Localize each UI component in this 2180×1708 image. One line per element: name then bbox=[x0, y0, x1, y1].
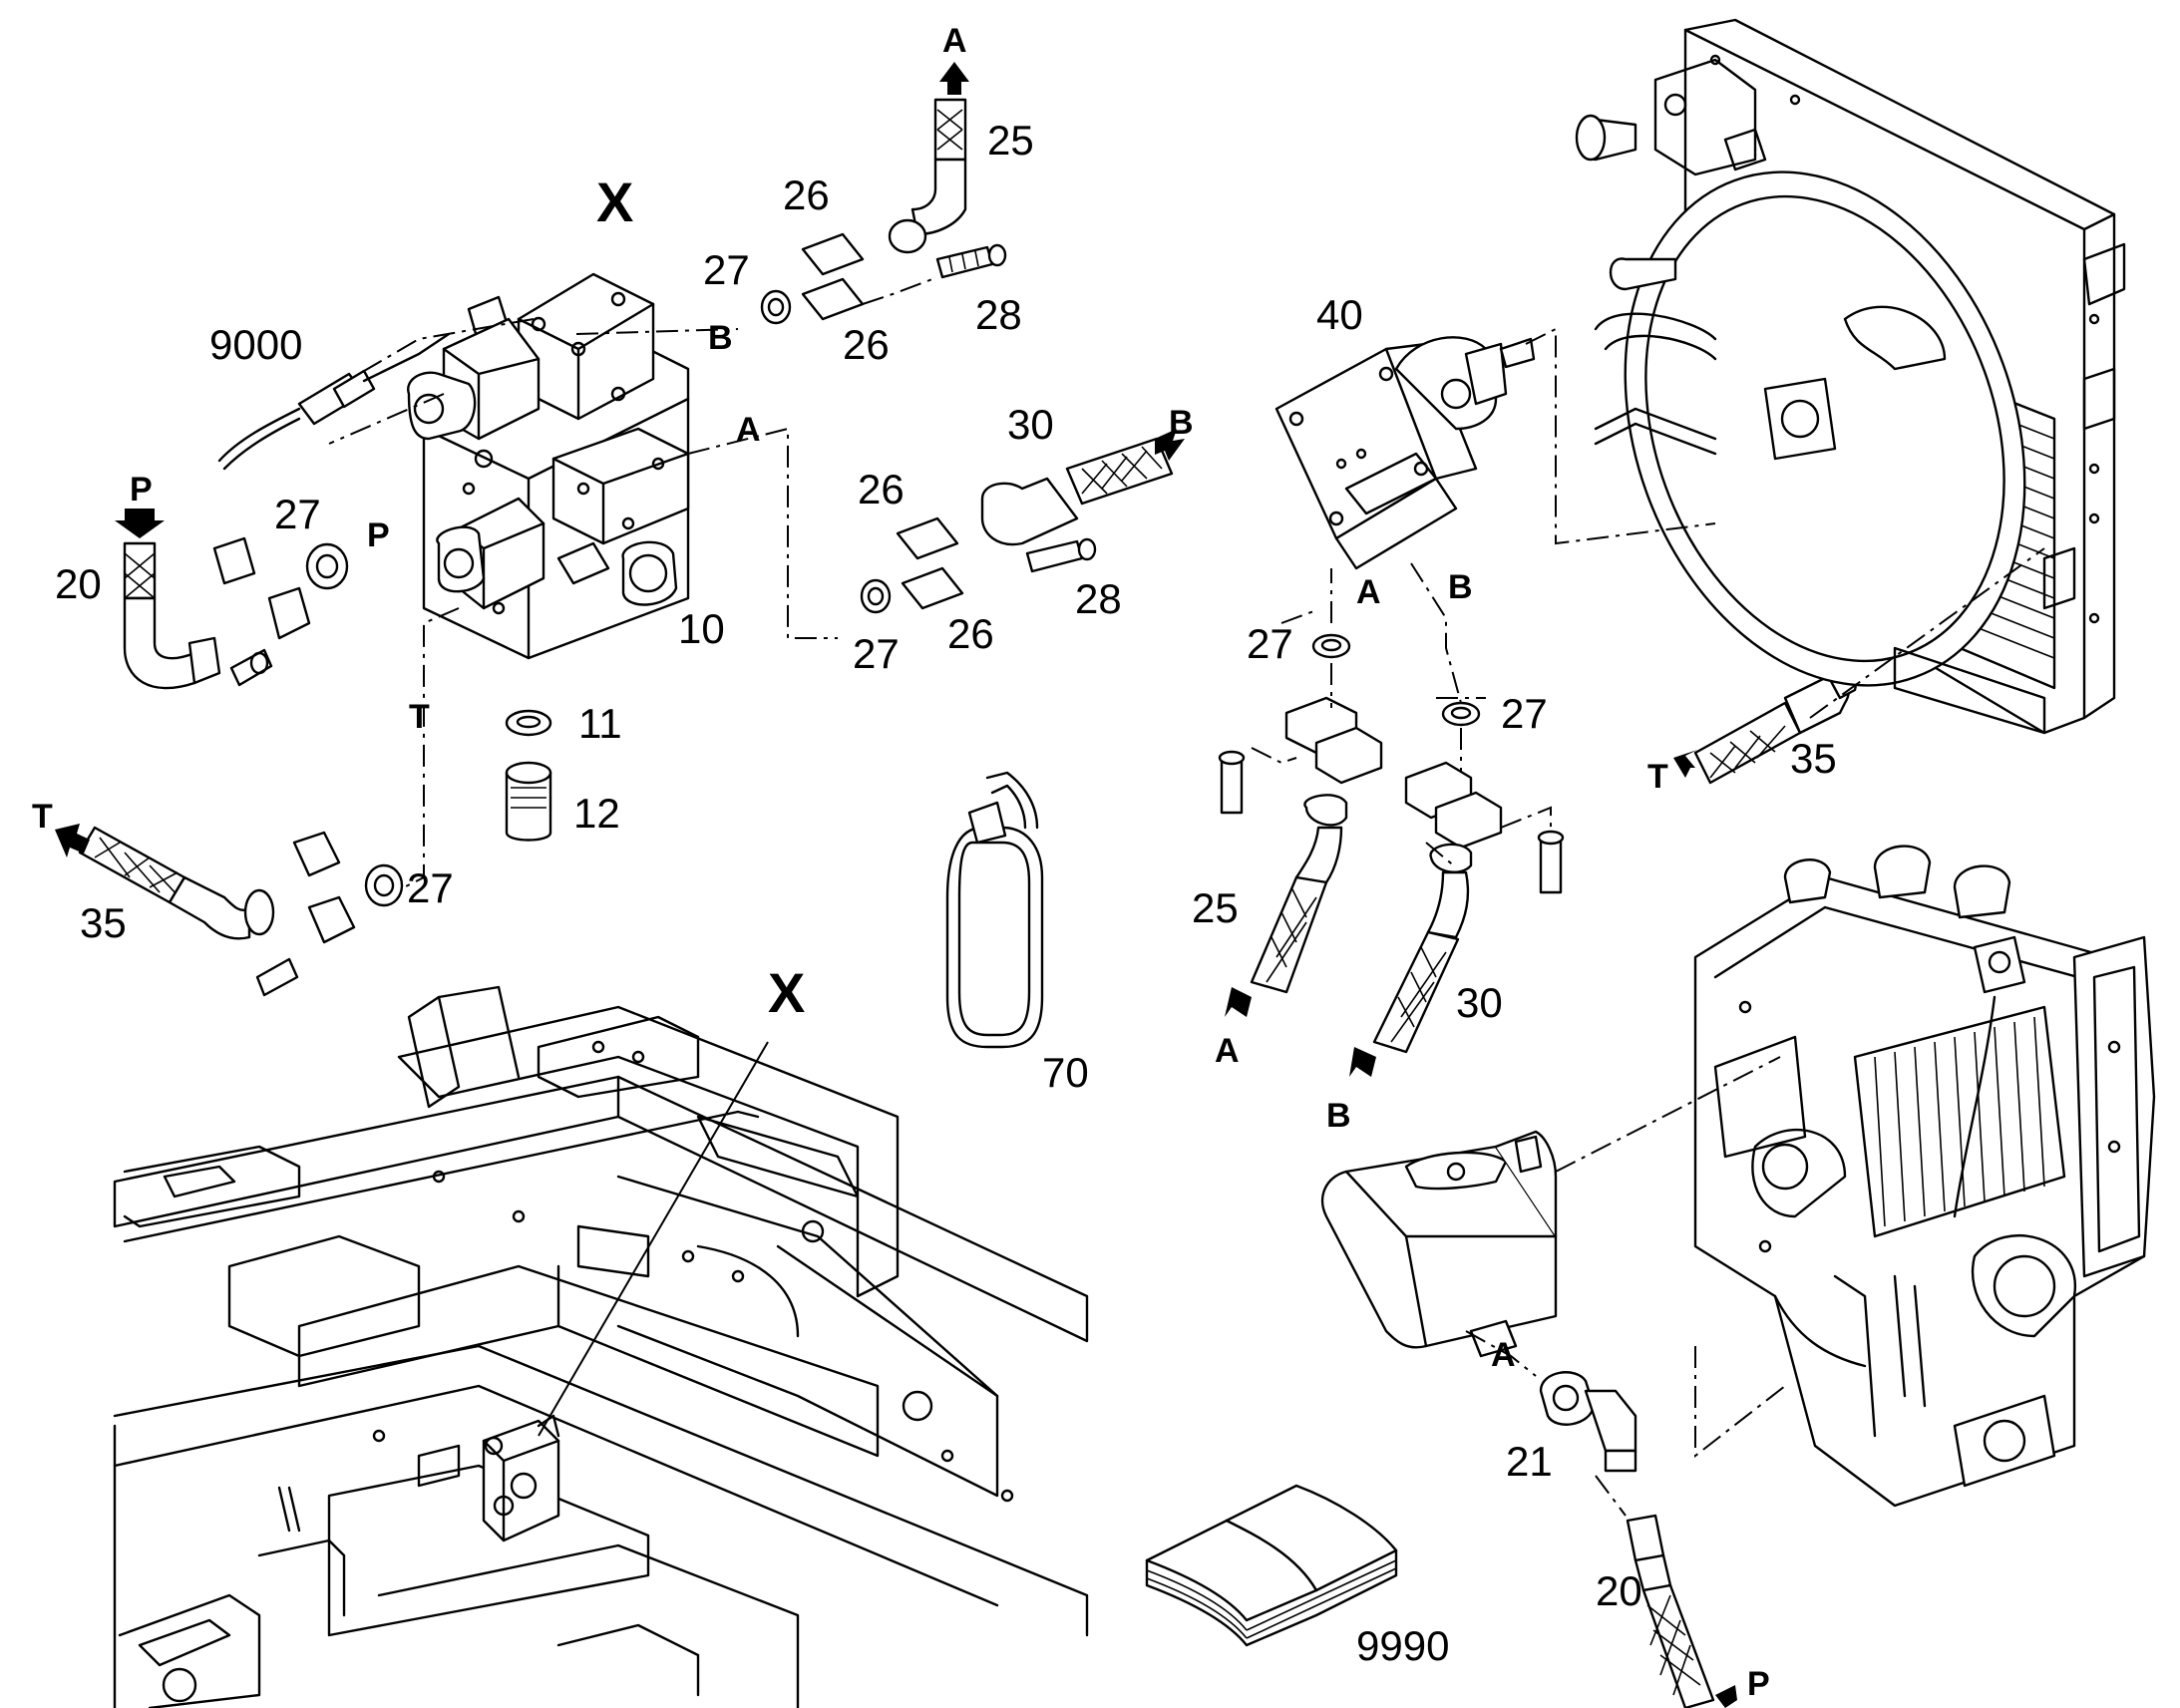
fan-motor-icon bbox=[1274, 336, 1536, 570]
bolt-icon bbox=[1537, 830, 1565, 894]
callout-10: 10 bbox=[678, 605, 725, 652]
callout-27-a: 27 bbox=[853, 630, 900, 677]
callout-27-motor-a: 27 bbox=[1247, 620, 1293, 667]
callout-40: 40 bbox=[1316, 291, 1363, 338]
pump-icon bbox=[1320, 1130, 1558, 1358]
port-a-valve: A bbox=[736, 411, 761, 449]
port-b-valve: B bbox=[708, 319, 733, 357]
port-a-hose-end: A bbox=[1215, 1032, 1240, 1070]
electrical-connector-icon bbox=[217, 332, 451, 471]
port-b-hose: B bbox=[1169, 404, 1194, 442]
callout-26-top-b: 26 bbox=[843, 321, 890, 368]
callout-9990: 9990 bbox=[1356, 1622, 1449, 1669]
callout-27-p: 27 bbox=[274, 491, 321, 537]
callout-25-lower: 25 bbox=[1192, 884, 1239, 931]
callout-20-right: 20 bbox=[1596, 1567, 1642, 1614]
callout-27-t: 27 bbox=[407, 864, 454, 911]
callout-28-top: 28 bbox=[975, 291, 1022, 338]
callout-26-mid-b: 26 bbox=[947, 610, 994, 657]
seal-ring-icon bbox=[505, 709, 552, 737]
detail-mark-x-bottom: X bbox=[768, 961, 805, 1024]
callout-20-left: 20 bbox=[55, 560, 102, 607]
callout-21: 21 bbox=[1506, 1438, 1553, 1485]
bolt-icon bbox=[1218, 750, 1246, 815]
callout-25-top: 25 bbox=[987, 117, 1034, 164]
chassis-frame-icon bbox=[113, 985, 1089, 1708]
port-a-pump: A bbox=[1491, 1336, 1516, 1374]
hose-icon bbox=[1250, 794, 1348, 994]
hose-icon bbox=[1539, 1371, 1715, 1708]
callout-9000: 9000 bbox=[209, 321, 302, 368]
callout-12: 12 bbox=[573, 790, 620, 837]
flange-clamp-icon bbox=[212, 536, 256, 585]
port-b-hose-end: B bbox=[1326, 1097, 1351, 1135]
port-p-inlet: P bbox=[130, 471, 153, 509]
cable-tie-icon bbox=[945, 771, 1044, 1049]
callout-26-mid-a: 26 bbox=[858, 466, 905, 512]
hose-icon bbox=[980, 437, 1174, 546]
manual-book-icon bbox=[1145, 1484, 1398, 1647]
port-a-motor: A bbox=[1356, 573, 1381, 611]
callout-labels: X X 9000 20 27 10 11 12 27 35 27 26 26 2… bbox=[55, 117, 1837, 1669]
hose-icon bbox=[888, 98, 967, 254]
engine-icon bbox=[1693, 845, 2156, 1508]
callout-30-lower: 30 bbox=[1456, 979, 1503, 1026]
hydraulic-valve-block-icon bbox=[407, 272, 690, 660]
port-labels: P P B A T T A B A B A B T A P bbox=[32, 22, 1770, 1703]
port-t-outlet: T bbox=[32, 798, 53, 836]
hose-icon bbox=[123, 541, 221, 690]
port-b-motor: B bbox=[1448, 568, 1473, 606]
callout-30-top: 30 bbox=[1007, 401, 1054, 448]
callout-27-motor-b: 27 bbox=[1501, 690, 1548, 737]
hose-icon bbox=[78, 826, 275, 940]
port-arrows bbox=[55, 62, 1737, 1708]
port-a-top: A bbox=[942, 22, 967, 60]
callout-26-top-a: 26 bbox=[783, 171, 830, 218]
port-t-valve: T bbox=[409, 698, 430, 736]
callout-35-right: 35 bbox=[1790, 735, 1837, 782]
installed-valve-icon bbox=[482, 1414, 560, 1542]
callout-70: 70 bbox=[1042, 1049, 1089, 1096]
port-p-valve: P bbox=[367, 516, 390, 554]
callout-28-mid: 28 bbox=[1075, 575, 1122, 622]
hose-icon bbox=[1372, 843, 1473, 1054]
callout-35-left: 35 bbox=[80, 899, 127, 946]
connection-lines bbox=[328, 278, 2045, 1517]
bolt-icon bbox=[505, 761, 552, 842]
callout-11: 11 bbox=[578, 700, 622, 747]
detail-mark-x-top: X bbox=[596, 171, 633, 233]
callout-27-b: 27 bbox=[703, 246, 750, 293]
port-p-outlet: P bbox=[1747, 1665, 1770, 1703]
radiator-cooler-icon bbox=[1575, 18, 2126, 735]
port-t-cooler: T bbox=[1647, 758, 1668, 796]
